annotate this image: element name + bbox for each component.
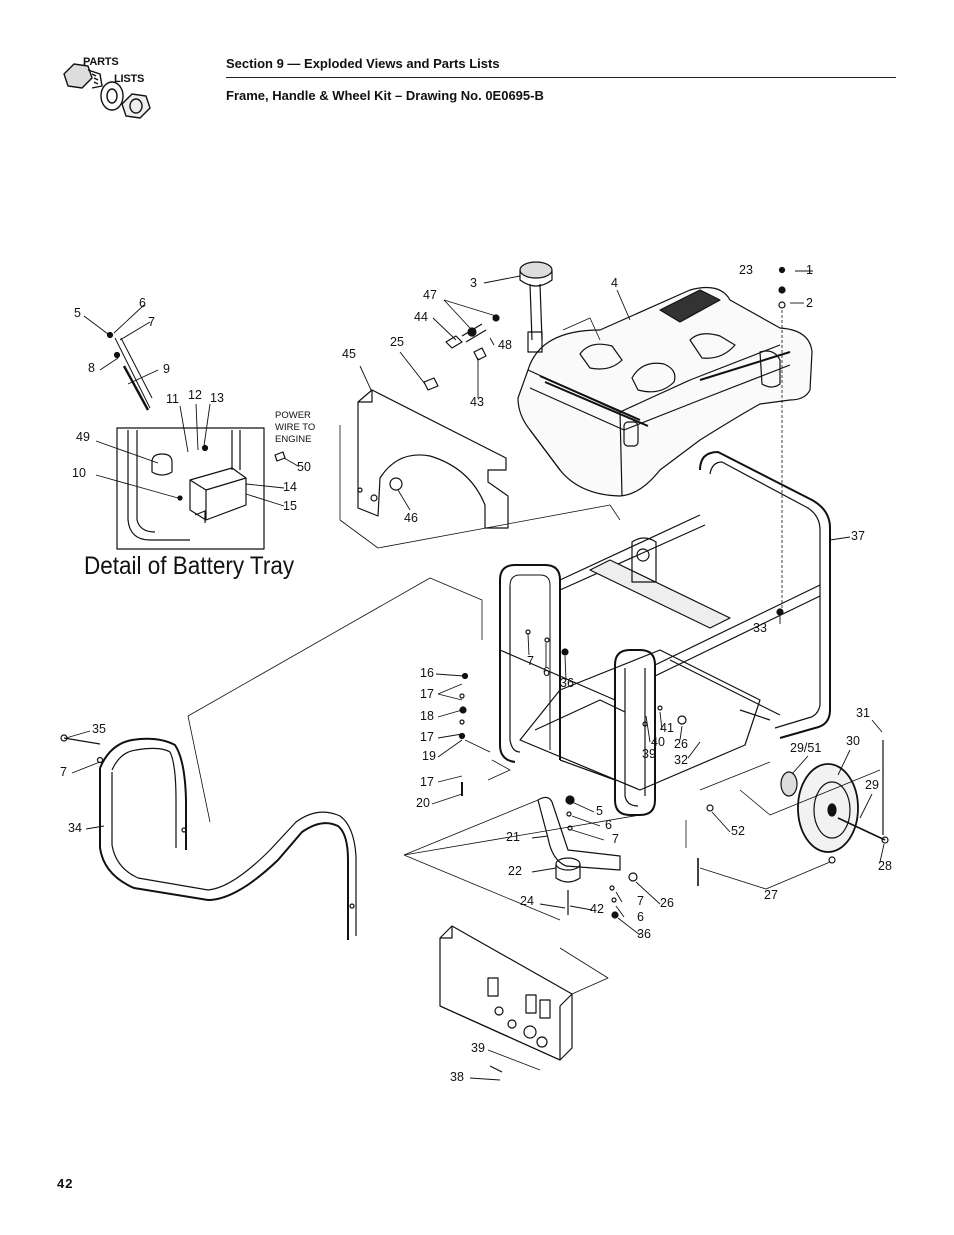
callout: 29	[865, 778, 879, 792]
callout: 26	[674, 737, 688, 751]
fuel-fittings	[423, 314, 500, 391]
control-panel	[439, 925, 573, 1073]
callout: 7	[612, 832, 619, 846]
callout: 36	[560, 676, 574, 690]
callout: 11	[166, 392, 179, 406]
callout: 6	[543, 665, 550, 679]
header-divider	[226, 77, 896, 78]
callout: 10	[72, 466, 86, 480]
callout: 12	[188, 388, 202, 402]
callout: 8	[88, 361, 95, 375]
callout: 25	[390, 335, 404, 349]
callout: 24	[520, 894, 534, 908]
wheel	[739, 740, 889, 853]
callout: 48	[498, 338, 512, 352]
assembly-guide-lines	[187, 317, 771, 995]
callout: 37	[851, 529, 865, 543]
callout: 45	[342, 347, 356, 361]
callout: 7	[637, 894, 644, 908]
callout: 26	[660, 896, 674, 910]
callout: 39	[471, 1041, 485, 1055]
callout: 47	[423, 288, 437, 302]
callout: 43	[470, 395, 484, 409]
callout: 13	[210, 391, 224, 405]
callout: 50	[297, 460, 311, 474]
section-title: Section 9 — Exploded Views and Parts Lis…	[226, 56, 500, 71]
power-note-line: POWER	[275, 410, 311, 421]
callout: 29/51	[790, 741, 822, 755]
callout: 19	[422, 749, 436, 763]
callout: 22	[508, 864, 522, 878]
callout: 1	[806, 263, 813, 277]
callout: 21	[506, 830, 520, 844]
logo-lists-text: LISTS	[114, 73, 145, 85]
callout: 6	[139, 296, 146, 310]
callout: 5	[596, 804, 603, 818]
logo-parts-text: PARTS	[83, 56, 119, 68]
callout: 34	[68, 821, 82, 835]
callout: 32	[674, 753, 688, 767]
battery-tray-detail	[106, 331, 286, 550]
parts-lists-logo: PARTS LISTS	[56, 52, 168, 132]
callout: 38	[450, 1070, 464, 1084]
battery-tray-detail-caption: Detail of Battery Tray	[84, 552, 295, 580]
fuel-tank	[517, 287, 813, 497]
callout: 18	[420, 709, 434, 723]
callout: 7	[60, 765, 67, 779]
fuel-cap	[519, 261, 553, 353]
callout: 14	[283, 480, 297, 494]
power-note-line: WIRE TO	[275, 422, 316, 433]
callout: 9	[163, 362, 170, 376]
callout: 2	[806, 296, 813, 310]
callout: 7	[527, 654, 534, 668]
callout: 49	[76, 430, 90, 444]
callout: 6	[605, 818, 612, 832]
callout: 30	[846, 734, 860, 748]
callout: 41	[660, 721, 674, 735]
callout: 15	[283, 499, 297, 513]
callout: 6	[637, 910, 644, 924]
nut-bolt-washer-icon	[63, 63, 151, 119]
callout: 16	[420, 666, 434, 680]
callout: 23	[739, 263, 753, 277]
callout: 44	[414, 310, 428, 324]
page-number: 42	[57, 1176, 74, 1191]
callout: 27	[764, 888, 778, 902]
callout: 36	[637, 927, 651, 941]
power-wire-note: POWER WIRE TO ENGINE	[275, 410, 335, 446]
callout: 4	[611, 276, 618, 290]
callout: 3	[470, 276, 477, 290]
leader-lines	[65, 270, 885, 1081]
callout: 35	[92, 722, 106, 736]
callout: 17	[420, 730, 434, 744]
callout: 5	[74, 306, 81, 320]
callout: 28	[878, 859, 892, 873]
drawing-title: Frame, Handle & Wheel Kit – Drawing No. …	[226, 88, 544, 103]
callout: 31	[856, 706, 870, 720]
callout: 52	[731, 824, 745, 838]
callout: 20	[416, 796, 430, 810]
callout: 42	[590, 902, 604, 916]
callout: 33	[753, 621, 767, 635]
hardware	[458, 266, 836, 919]
callout: 46	[404, 511, 418, 525]
callout: 17	[420, 775, 434, 789]
handle	[60, 734, 357, 940]
callout: 39	[642, 747, 656, 761]
heat-shield	[357, 389, 509, 529]
callout: 40	[651, 735, 665, 749]
power-note-line: ENGINE	[275, 434, 312, 445]
callout: 17	[420, 687, 434, 701]
main-frame	[499, 451, 831, 816]
callout: 7	[148, 315, 155, 329]
